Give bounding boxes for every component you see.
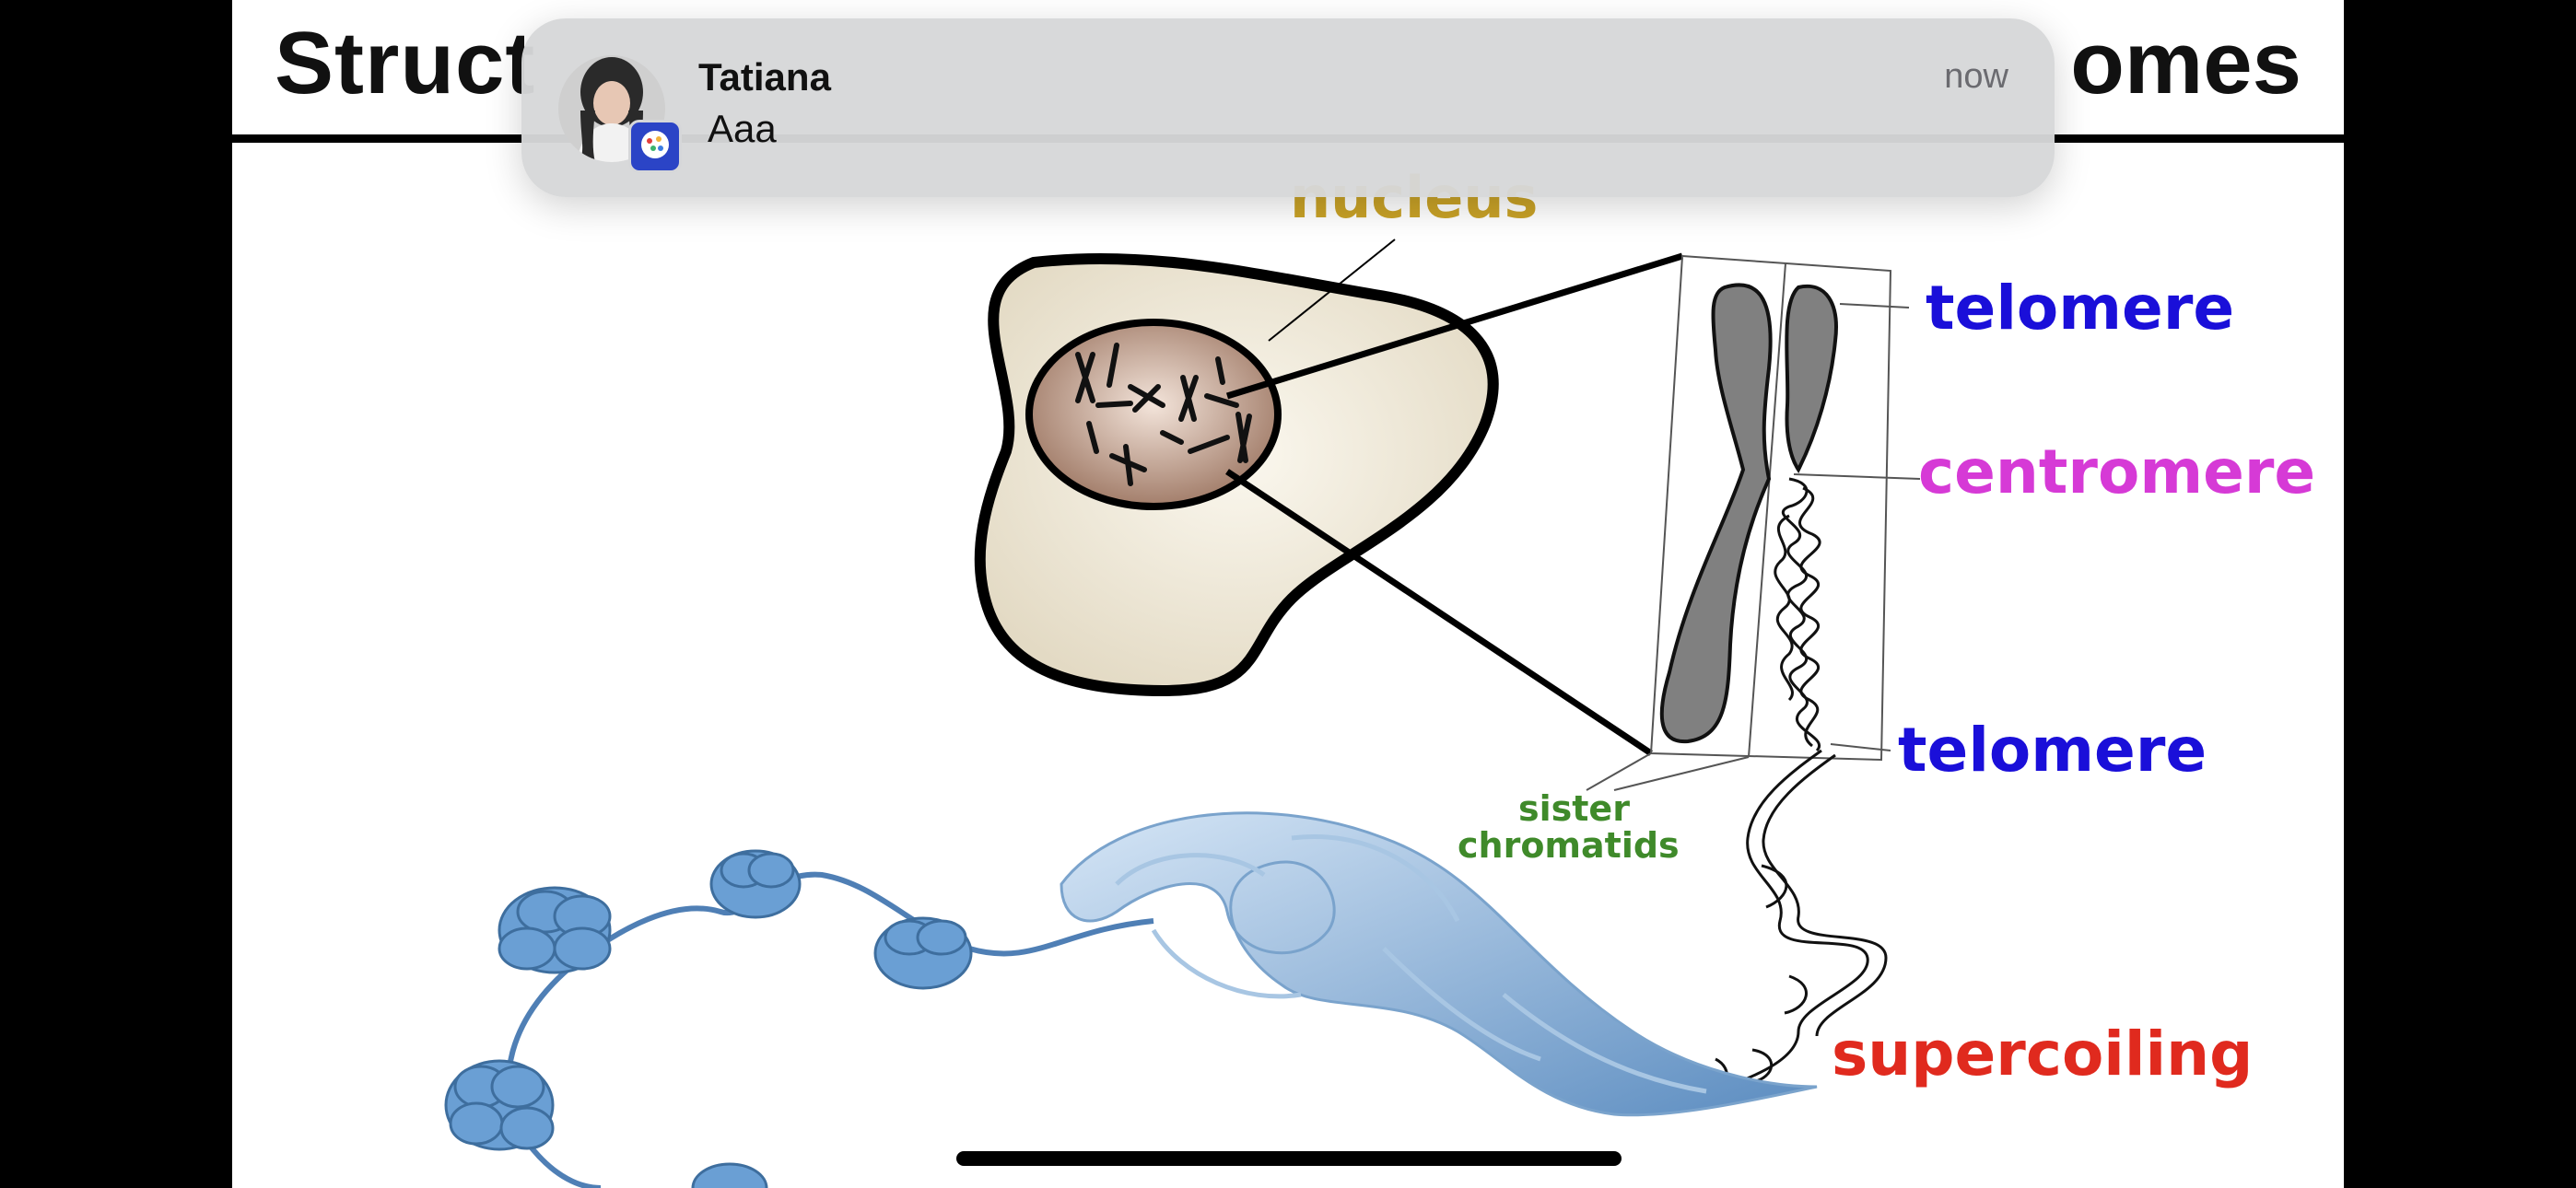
notification-time: now (1944, 57, 2008, 96)
supercoiling-label: supercoiling (1832, 1019, 2254, 1089)
slide: Struct omes (232, 0, 2344, 1188)
chromosome-diagram (444, 239, 1921, 1188)
supercoiled-fiber (1060, 811, 1818, 1117)
notification-sender: Tatiana (698, 55, 831, 99)
chromatids-label: chromatids (1458, 825, 1680, 866)
chromatid-left (1659, 283, 1773, 744)
telomere-top-label: telomere (1926, 273, 2235, 344)
centromere-label: centromere (1918, 437, 2316, 507)
telomere-bottom-label: telomere (1898, 715, 2207, 786)
nucleosomes (444, 849, 1154, 1188)
chromatid-right (1785, 284, 1838, 473)
home-indicator[interactable] (956, 1151, 1622, 1166)
slide-title-left: Struct (275, 14, 536, 112)
nucleus (1025, 319, 1282, 510)
nucleus-chromosomes (1075, 343, 1252, 486)
sister-label: sister (1518, 788, 1630, 829)
notification-banner[interactable]: Tatiana Aaa now (521, 18, 2055, 197)
coiled-dna (1774, 477, 1821, 752)
messenger-app-icon (628, 120, 682, 173)
notification-message: Aaa (708, 107, 777, 150)
slide-title-right: omes (2070, 14, 2301, 112)
